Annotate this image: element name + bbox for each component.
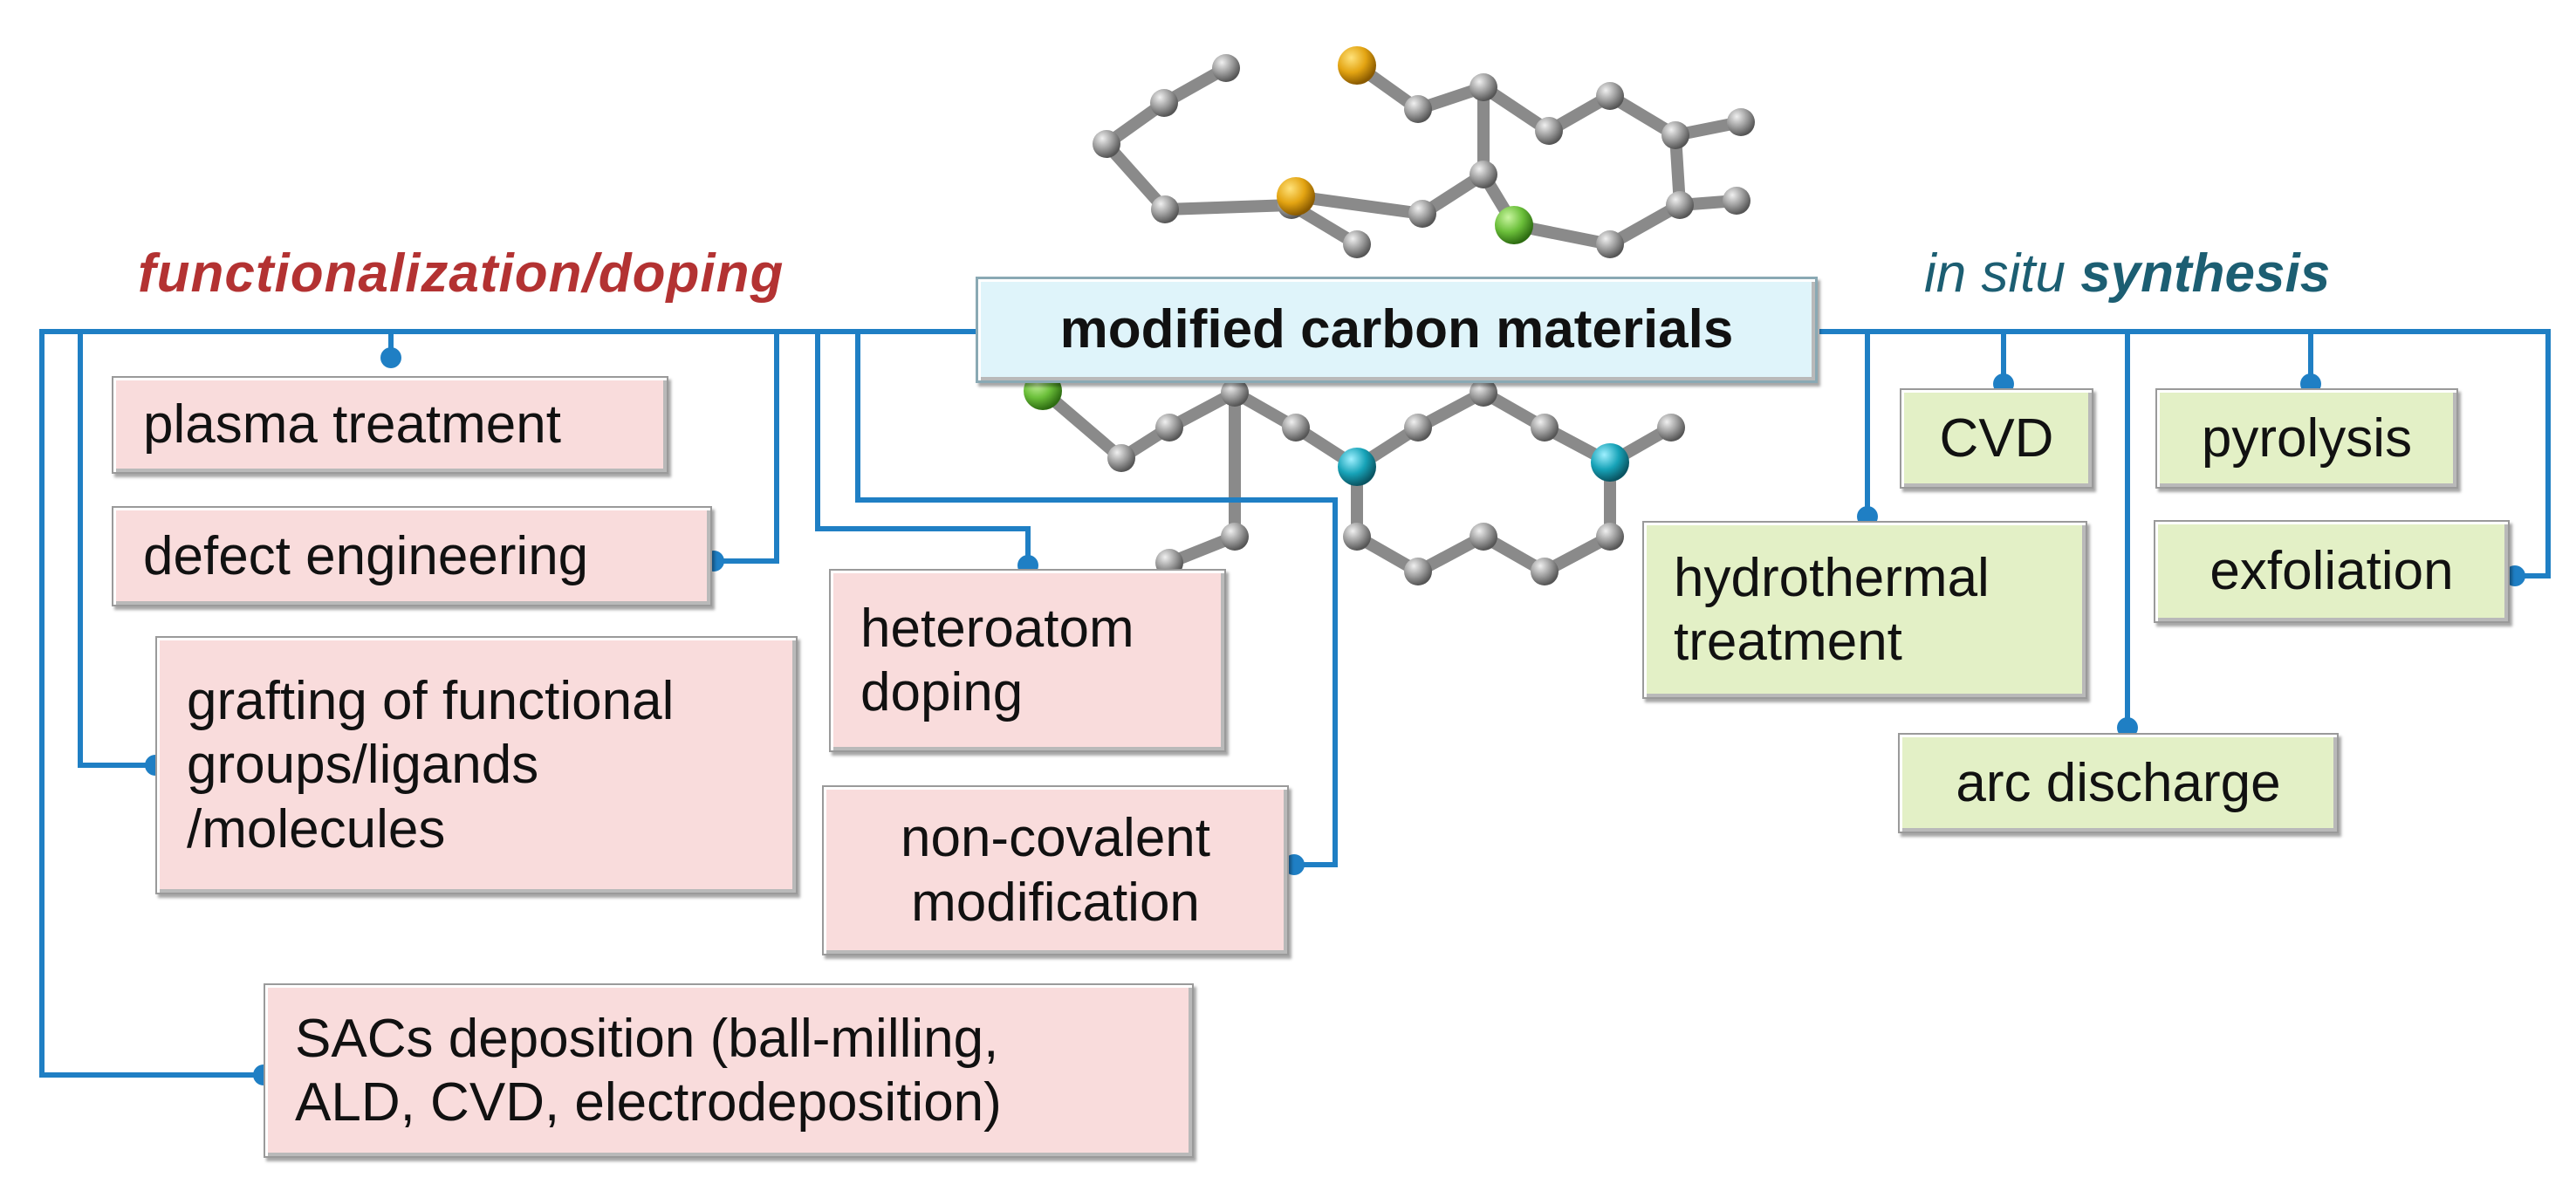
connector-noncovalent [855, 332, 1338, 867]
carbon-atom [1596, 523, 1624, 551]
box-hydrothermal-line-2: treatment [1674, 612, 1902, 672]
carbon-atom [1151, 195, 1179, 223]
molecule-atoms [1024, 46, 1755, 585]
carbon-atom [1723, 187, 1750, 215]
box-heteroatom-doping: heteroatom doping [829, 569, 1226, 752]
box-non-covalent-modification: non-covalent modification [822, 785, 1289, 955]
dopant-atom-cyan [1338, 448, 1376, 486]
carbon-atom [1093, 130, 1120, 158]
dopant-atom-cyan [1591, 443, 1629, 482]
carbon-atom [1531, 414, 1559, 442]
carbon-atom [1343, 230, 1371, 258]
box-pyrolysis-line-1: pyrolysis [2201, 407, 2413, 469]
box-defect-engineering-line-1: defect engineering [143, 525, 589, 586]
carbon-atom [1661, 121, 1689, 149]
carbon-atom [1535, 117, 1563, 145]
carbon-atom [1150, 89, 1178, 117]
dopant-atom-green [1495, 206, 1533, 244]
box-heteroatom-line-1: heteroatom [860, 598, 1134, 659]
box-exfoliation-line-1: exfoliation [2209, 541, 2454, 602]
box-arc-discharge-line-1: arc discharge [1956, 752, 2281, 813]
carbon-atom [1531, 558, 1559, 585]
carbon-atom [1408, 200, 1436, 228]
connector-trunk-left [39, 329, 977, 1078]
box-hydrothermal-treatment: hydrothermal treatment [1642, 521, 2087, 699]
box-grafting-line-1: grafting of functional [187, 671, 675, 732]
box-noncovalent-line-1: non-covalent [900, 808, 1211, 869]
carbon-atom [1470, 379, 1497, 407]
box-pyrolysis: pyrolysis [2155, 388, 2458, 489]
connector-dot-exfoliation [2504, 565, 2525, 586]
connector-heteroatom [815, 332, 1031, 565]
carbon-atom [1155, 414, 1183, 442]
carbon-atom [1470, 73, 1497, 101]
molecule-bond [1159, 199, 1298, 216]
heading-synthesis-word: synthesis [2080, 243, 2331, 304]
box-arc-discharge: arc discharge [1898, 733, 2339, 833]
box-plasma-treatment-line-1: plasma treatment [143, 394, 561, 455]
carbon-atom [1282, 414, 1310, 442]
carbon-atom [1221, 379, 1249, 407]
carbon-atom [1404, 558, 1432, 585]
connector-dot-plasma [380, 347, 401, 368]
box-sacs-line-1: SACs deposition (ball-milling, [295, 1008, 999, 1069]
connector-trunk-right [1819, 329, 2551, 578]
carbon-atom [1404, 95, 1432, 123]
connector-dot-noncovalent [1284, 854, 1305, 875]
box-heteroatom-line-2: doping [860, 662, 1024, 722]
carbon-atom [1657, 414, 1685, 442]
heading-in-situ-prefix: in situ [1924, 243, 2066, 304]
connector-grafting [78, 332, 155, 768]
box-noncovalent-line-2: modification [911, 872, 1200, 933]
box-grafting-line-3: /molecules [187, 798, 446, 859]
box-hydrothermal-line-1: hydrothermal [1674, 547, 1990, 608]
box-grafting: grafting of functional groups/ligands /m… [155, 636, 798, 894]
center-node-modified-carbon-materials: modified carbon materials [976, 277, 1818, 383]
molecule-bond [1290, 190, 1428, 220]
carbon-atom [1107, 444, 1135, 472]
dopant-atom-yellow [1277, 177, 1315, 216]
carbon-atom [1727, 108, 1755, 136]
carbon-atom [1470, 161, 1497, 188]
carbon-atom [1596, 82, 1624, 110]
box-cvd: CVD [1900, 388, 2093, 489]
center-node-label: modified carbon materials [1059, 299, 1734, 360]
carbon-atom [1470, 523, 1497, 551]
carbon-atom [1404, 414, 1432, 442]
box-sacs-line-2: ALD, CVD, electrodeposition) [295, 1072, 1002, 1133]
connector-defect [714, 332, 779, 564]
box-grafting-line-2: groups/ligands [187, 735, 539, 796]
box-defect-engineering: defect engineering [112, 506, 712, 606]
carbon-atom [1343, 523, 1371, 551]
dopant-atom-yellow [1338, 46, 1376, 85]
box-exfoliation: exfoliation [2154, 520, 2510, 623]
carbon-atom [1221, 523, 1249, 551]
heading-functionalization-doping: functionalization/doping [138, 243, 784, 304]
carbon-atom [1666, 191, 1694, 219]
molecule-bond [1100, 138, 1171, 216]
box-sacs-deposition: SACs deposition (ball-milling, ALD, CVD,… [264, 983, 1194, 1158]
box-plasma-treatment: plasma treatment [112, 376, 668, 474]
heading-in-situ-synthesis: in situ synthesis [1924, 243, 2330, 305]
carbon-atom [1212, 54, 1240, 82]
box-cvd-line-1: CVD [1939, 407, 2054, 469]
carbon-atom [1596, 230, 1624, 258]
